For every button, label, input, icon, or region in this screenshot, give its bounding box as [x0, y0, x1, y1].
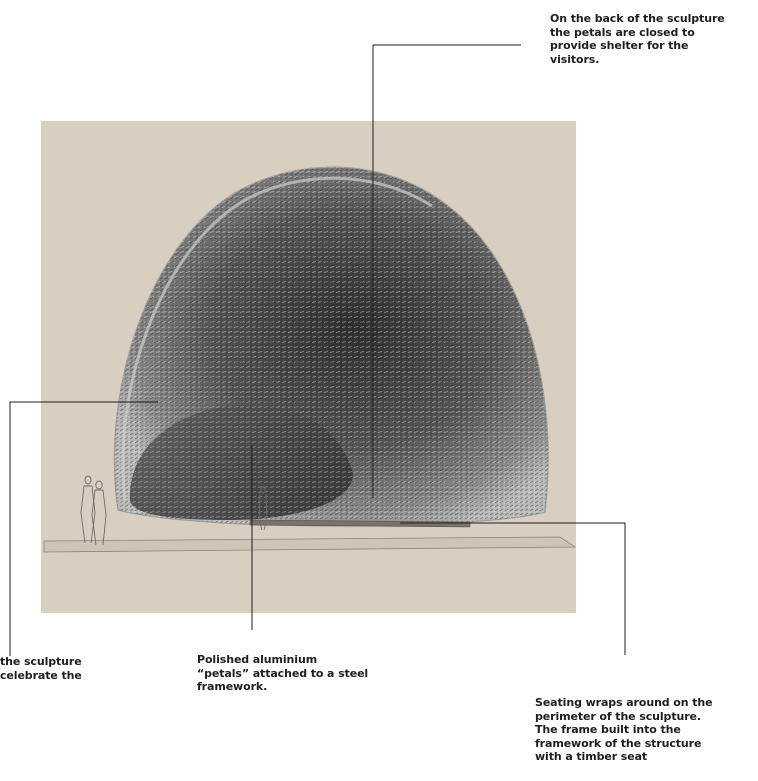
annotation-line: perimeter of the sculpture. — [535, 710, 712, 724]
annotation-petals: Polished aluminium “petals” attached to … — [197, 653, 368, 694]
annotation-line: Seating wraps around on the — [535, 696, 712, 710]
annotation-seating: Seating wraps around on the perimeter of… — [535, 696, 712, 764]
annotation-left-partial: the sculpture celebrate the — [0, 655, 82, 682]
annotation-line: framework of the structure — [535, 737, 712, 751]
annotation-line: “petals” attached to a steel — [197, 667, 368, 681]
annotation-line: with a timber seat — [535, 750, 712, 764]
annotation-line: provide shelter for the — [550, 39, 725, 53]
ground-plane — [44, 537, 575, 552]
annotation-line: the sculpture — [0, 655, 82, 669]
annotation-line: framework. — [197, 680, 368, 694]
annotation-line: the petals are closed to — [550, 26, 725, 40]
annotation-line: On the back of the sculpture — [550, 12, 725, 26]
annotation-line: Polished aluminium — [197, 653, 368, 667]
annotation-back-petals: On the back of the sculpture the petals … — [550, 12, 725, 66]
annotation-line: The frame built into the — [535, 723, 712, 737]
annotation-line: celebrate the — [0, 669, 82, 683]
sculpture-shell — [114, 167, 548, 527]
annotation-line: visitors. — [550, 53, 725, 67]
